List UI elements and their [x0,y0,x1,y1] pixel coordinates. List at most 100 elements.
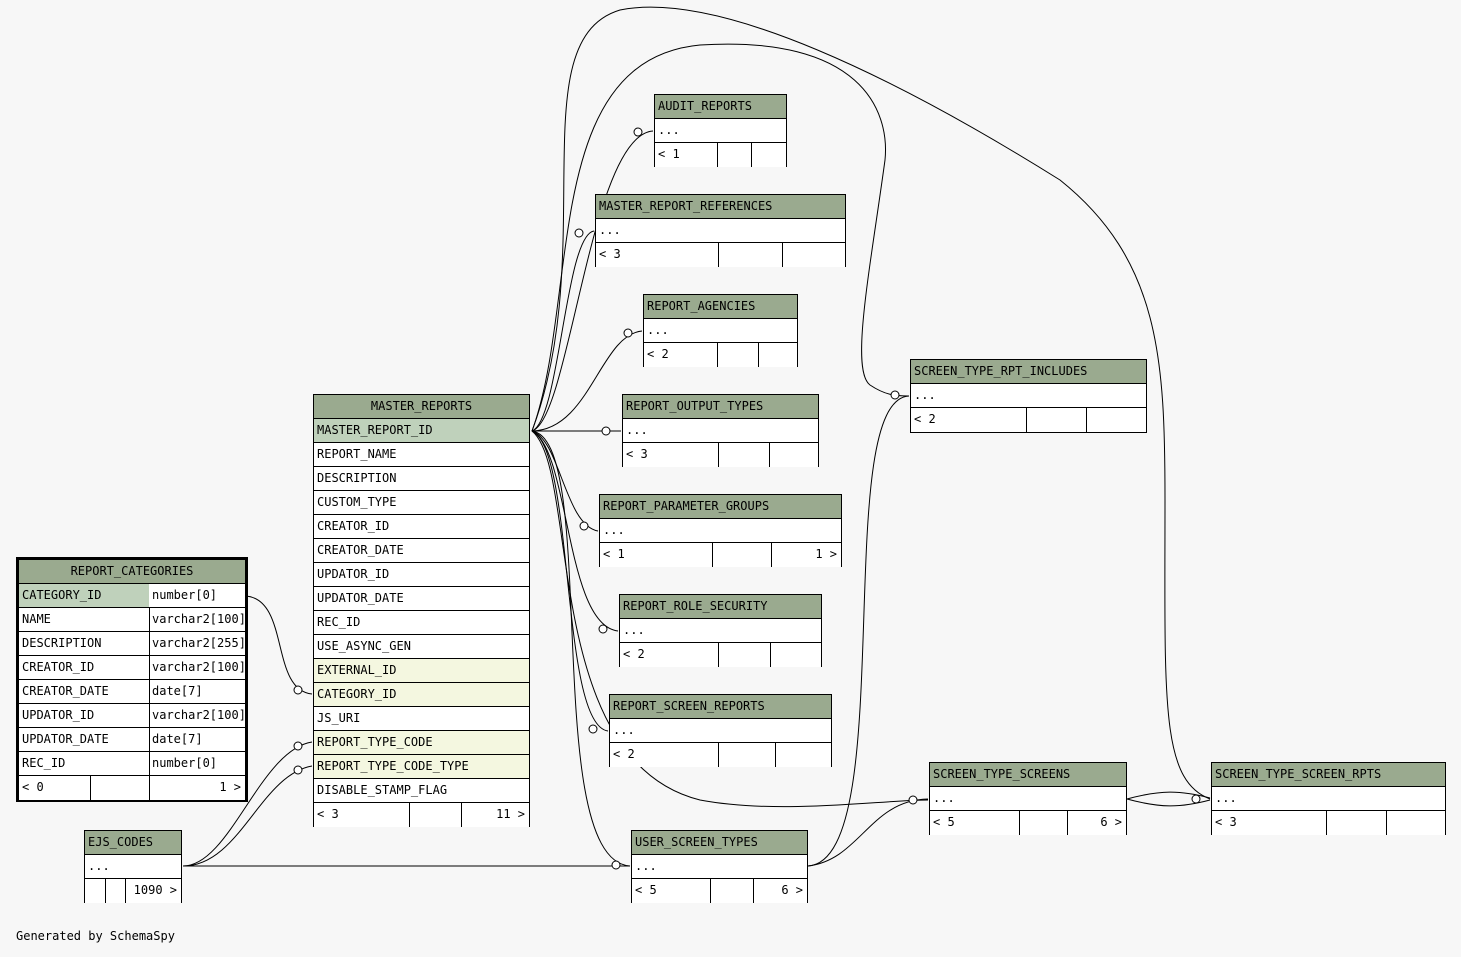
table-name: AUDIT_REPORTS [658,99,752,113]
children-count [769,443,818,466]
parents-count: < 1 [603,547,625,561]
table-ejs-codes[interactable]: EJS_CODES ... 1090 > [84,830,182,903]
parents-count: < 5 [933,815,955,829]
table-name: MASTER_REPORT_REFERENCES [599,199,773,213]
column-name: REPORT_TYPE_CODE [317,735,433,749]
parents-count: < 2 [613,747,635,761]
column-row: CREATOR_DATE [314,539,529,563]
column-name: UPDATOR_DATE [22,732,109,746]
table-report-categories[interactable]: REPORT_CATEGORIES CATEGORY_ID number[0] … [16,557,248,802]
row-count [718,443,769,466]
table-header: MASTER_REPORTS [314,395,529,419]
parents-count: < 3 [1215,815,1237,829]
edge-end-userscreen [611,860,621,870]
children-count [1386,811,1445,834]
table-report-screen-reports[interactable]: REPORT_SCREEN_REPORTS ... < 2 [609,694,832,767]
column-name: JS_URI [317,711,361,725]
row-count [718,643,770,666]
row-count [1019,811,1067,834]
parents-count: < 5 [635,883,657,897]
column-name: CREATOR_DATE [22,684,109,698]
edge-categories-master [245,595,313,695]
table-screen-type-rpt-includes[interactable]: SCREEN_TYPE_RPT_INCLUDES ... < 2 [910,359,1147,433]
row-count [712,543,771,566]
table-footer: < 0 1 > [19,776,245,800]
row-count [409,803,461,826]
table-report-parameter-groups[interactable]: REPORT_PARAMETER_GROUPS ... < 1 1 > [599,494,842,567]
column-name: UPDATOR_DATE [317,591,404,605]
column-row: DESCRIPTION varchar2[255] [19,632,245,656]
children-count [1086,408,1146,431]
column-row: REPORT_TYPE_CODE [314,731,529,755]
row-count [718,743,775,766]
row-count [710,879,753,902]
column-row: UPDATOR_DATE [314,587,529,611]
collapsed-columns: ... [658,123,680,137]
parents-count: < 0 [22,780,44,794]
column-type: number[0] [152,756,218,770]
parents-count: < 3 [317,807,339,821]
column-row: DISABLE_STAMP_FLAG [314,779,529,803]
column-row: CREATOR_DATE date[7] [19,680,245,704]
table-report-output-types[interactable]: REPORT_OUTPUT_TYPES ... < 3 [622,394,819,467]
column-name: CATEGORY_ID [317,687,397,701]
collapsed-columns: ... [914,388,936,402]
row-count [717,343,758,366]
parents-count: < 3 [626,447,648,461]
row-count [718,243,782,266]
edge-end-screenrpts [1191,794,1201,804]
table-footer: < 2 [644,343,797,367]
table-master-reports[interactable]: MASTER_REPORTS MASTER_REPORT_ID REPORT_N… [313,394,530,827]
column-row: CATEGORY_ID number[0] [19,584,245,608]
column-row: EXTERNAL_ID [314,659,529,683]
table-name: REPORT_ROLE_SECURITY [623,599,768,613]
table-footer: 1090 > [85,879,181,903]
collapsed-columns: ... [933,791,955,805]
column-type: varchar2[100] [152,708,245,722]
edge-screens-screenrpts-a [1126,791,1211,800]
table-body: ... [620,619,821,643]
column-row: UPDATOR_DATE date[7] [19,728,245,752]
column-row: CREATOR_ID varchar2[100] [19,656,245,680]
table-master-report-references[interactable]: MASTER_REPORT_REFERENCES ... < 3 [595,194,846,267]
table-screen-type-screen-rpts[interactable]: SCREEN_TYPE_SCREEN_RPTS ... < 3 [1211,762,1446,835]
table-header: AUDIT_REPORTS [655,95,786,119]
table-body: ... [655,119,786,143]
column-name: UPDATOR_ID [317,567,390,581]
edge-master-references [531,230,595,432]
column-row: CUSTOM_TYPE [314,491,529,515]
table-report-role-security[interactable]: REPORT_ROLE_SECURITY ... < 2 [619,594,822,667]
children-count [782,243,845,266]
table-footer: < 1 1 > [600,543,841,567]
column-name: CREATOR_ID [317,519,390,533]
table-body: ... [596,219,845,243]
column-type: varchar2[100] [152,660,245,674]
table-footer: < 3 [596,243,845,267]
table-body: ... [600,519,841,543]
column-name: DISABLE_STAMP_FLAG [317,783,448,797]
collapsed-columns: ... [1215,791,1237,805]
table-header: SCREEN_TYPE_SCREENS [930,763,1126,787]
table-body: ... [1212,787,1445,811]
edge-screens-screenrpts-b [1126,798,1211,807]
table-header: REPORT_OUTPUT_TYPES [623,395,818,419]
edge-userscreen-screens [807,798,929,867]
edge-end-agencies [623,328,633,338]
collapsed-columns: ... [626,423,648,437]
collapsed-columns: ... [647,323,669,337]
row-count [1026,408,1086,431]
table-user-screen-types[interactable]: USER_SCREEN_TYPES ... < 5 6 > [631,830,808,903]
edge-end-typecodetype [293,765,303,775]
column-row: UPDATOR_ID varchar2[100] [19,704,245,728]
table-audit-reports[interactable]: AUDIT_REPORTS ... < 1 [654,94,787,167]
row-count [105,879,125,902]
parents-count: < 2 [623,647,645,661]
column-name: CATEGORY_ID [22,588,102,602]
table-report-agencies[interactable]: REPORT_AGENCIES ... < 2 [643,294,798,367]
table-name: REPORT_CATEGORIES [70,564,194,578]
table-name: REPORT_PARAMETER_GROUPS [603,499,770,513]
table-header: MASTER_REPORT_REFERENCES [596,195,845,219]
collapsed-columns: ... [603,523,625,537]
edge-master-paramgroups [531,430,599,532]
table-screen-type-screens[interactable]: SCREEN_TYPE_SCREENS ... < 5 6 > [929,762,1127,835]
